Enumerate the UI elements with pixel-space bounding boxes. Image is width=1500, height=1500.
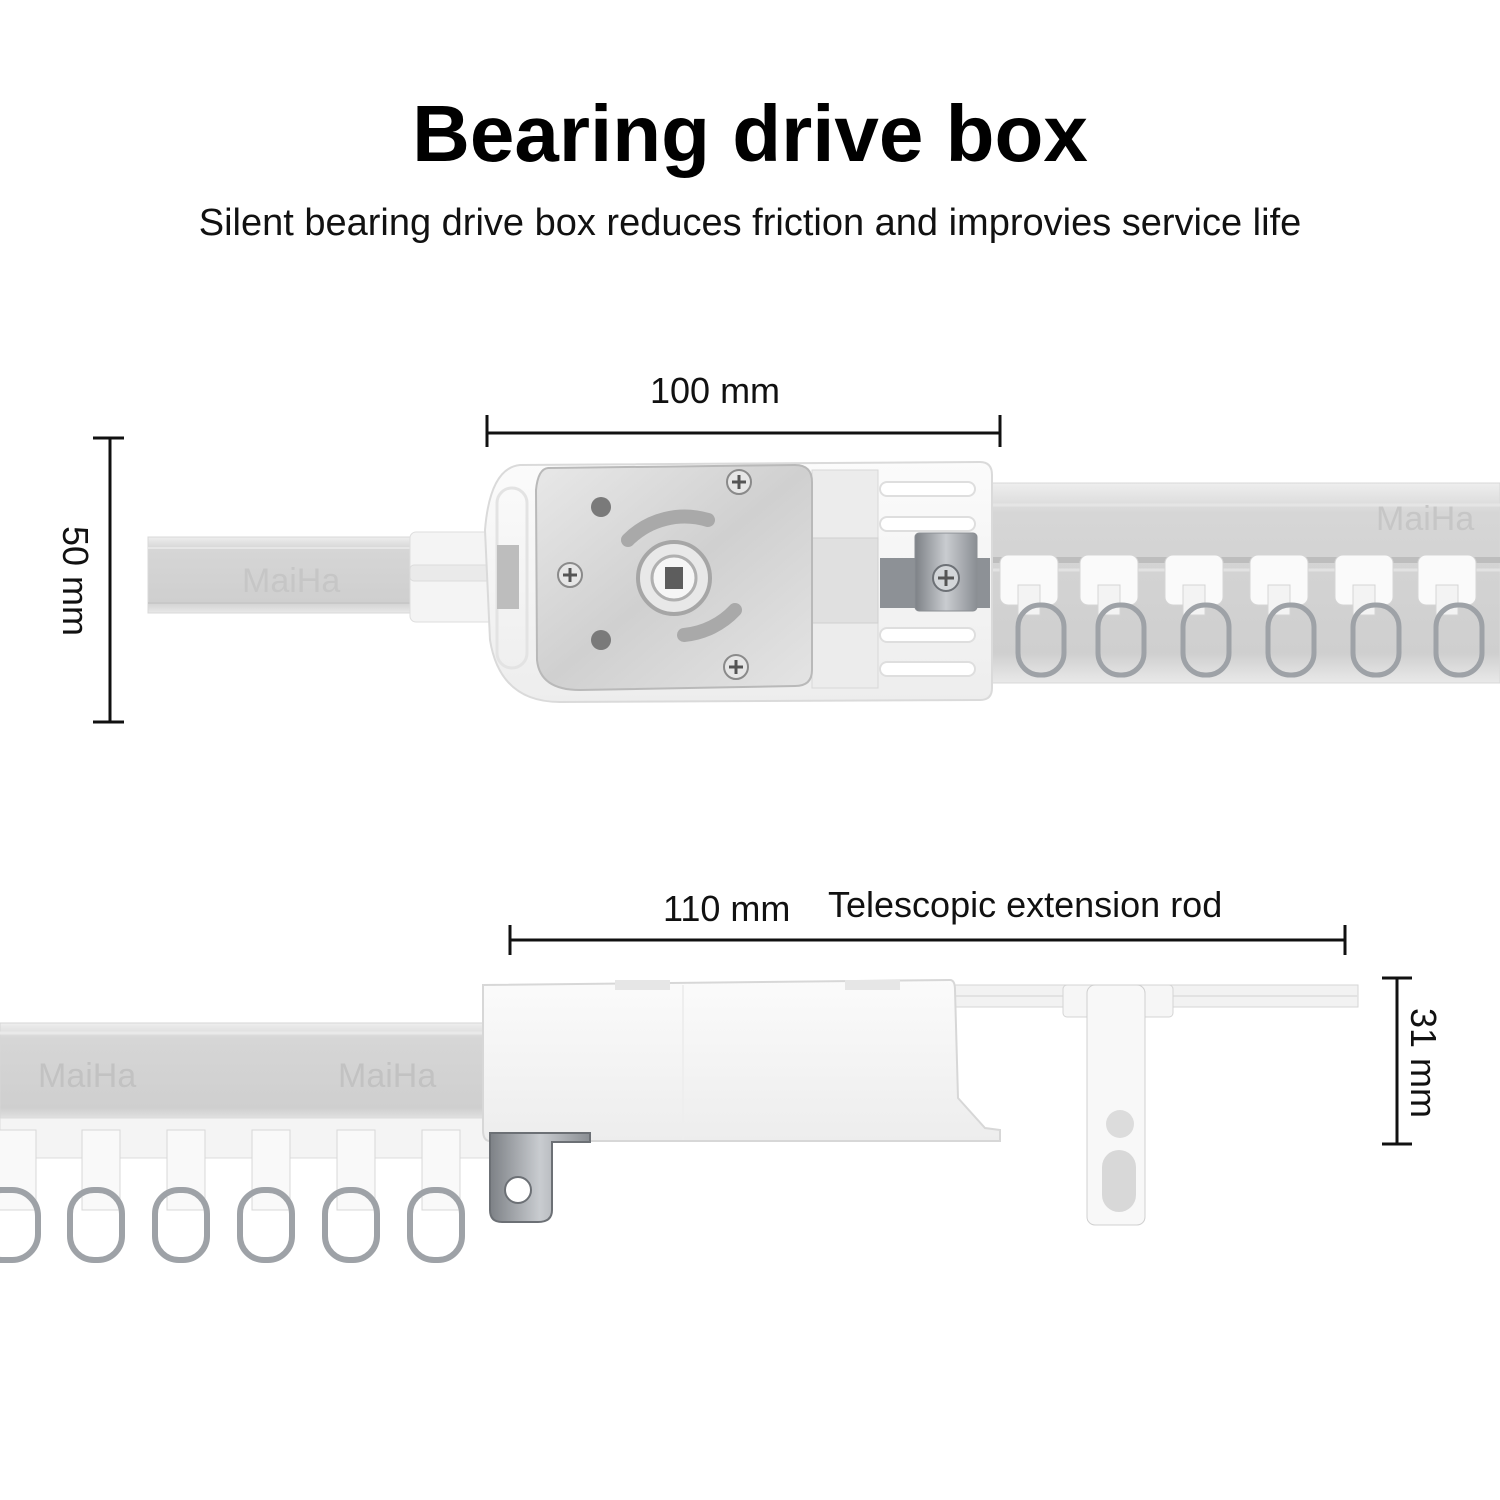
mounting-bracket bbox=[1062, 984, 1174, 1226]
height-dimension-line bbox=[93, 436, 124, 724]
top-height-label: 50 mm bbox=[55, 525, 96, 637]
side-runners bbox=[0, 1129, 465, 1263]
side-height-label: 31 mm bbox=[1403, 1007, 1444, 1119]
side-width-label: 110 mm bbox=[663, 888, 791, 929]
left-rail bbox=[147, 536, 449, 614]
top-view: MaiHa MaiHa bbox=[93, 415, 1500, 724]
top-width-label: 100 mm bbox=[650, 370, 781, 411]
screw-icon bbox=[557, 469, 752, 680]
side-width-dimension-line bbox=[508, 925, 1347, 955]
side-rail bbox=[0, 1022, 491, 1124]
housing-slots bbox=[879, 481, 976, 677]
width-dimension-line bbox=[485, 415, 1002, 447]
rod-label: Telescopic extension rod bbox=[828, 884, 1223, 925]
rail-watermark: MaiHa bbox=[242, 562, 340, 600]
side-view: MaiHa MaiHa bbox=[0, 925, 1412, 1263]
rail-watermark-right: MaiHa bbox=[1376, 500, 1474, 538]
side-rail-watermark-1: MaiHa bbox=[38, 1057, 136, 1095]
side-height-dimension-line bbox=[1382, 976, 1412, 1146]
drive-box-side bbox=[482, 978, 1001, 1142]
top-runners bbox=[999, 554, 1485, 678]
page-subtitle: Silent bearing drive box reduces frictio… bbox=[198, 202, 1302, 244]
metal-tab bbox=[489, 1132, 591, 1223]
page-title: Bearing drive box bbox=[412, 89, 1088, 178]
side-rail-watermark-2: MaiHa bbox=[338, 1057, 436, 1095]
